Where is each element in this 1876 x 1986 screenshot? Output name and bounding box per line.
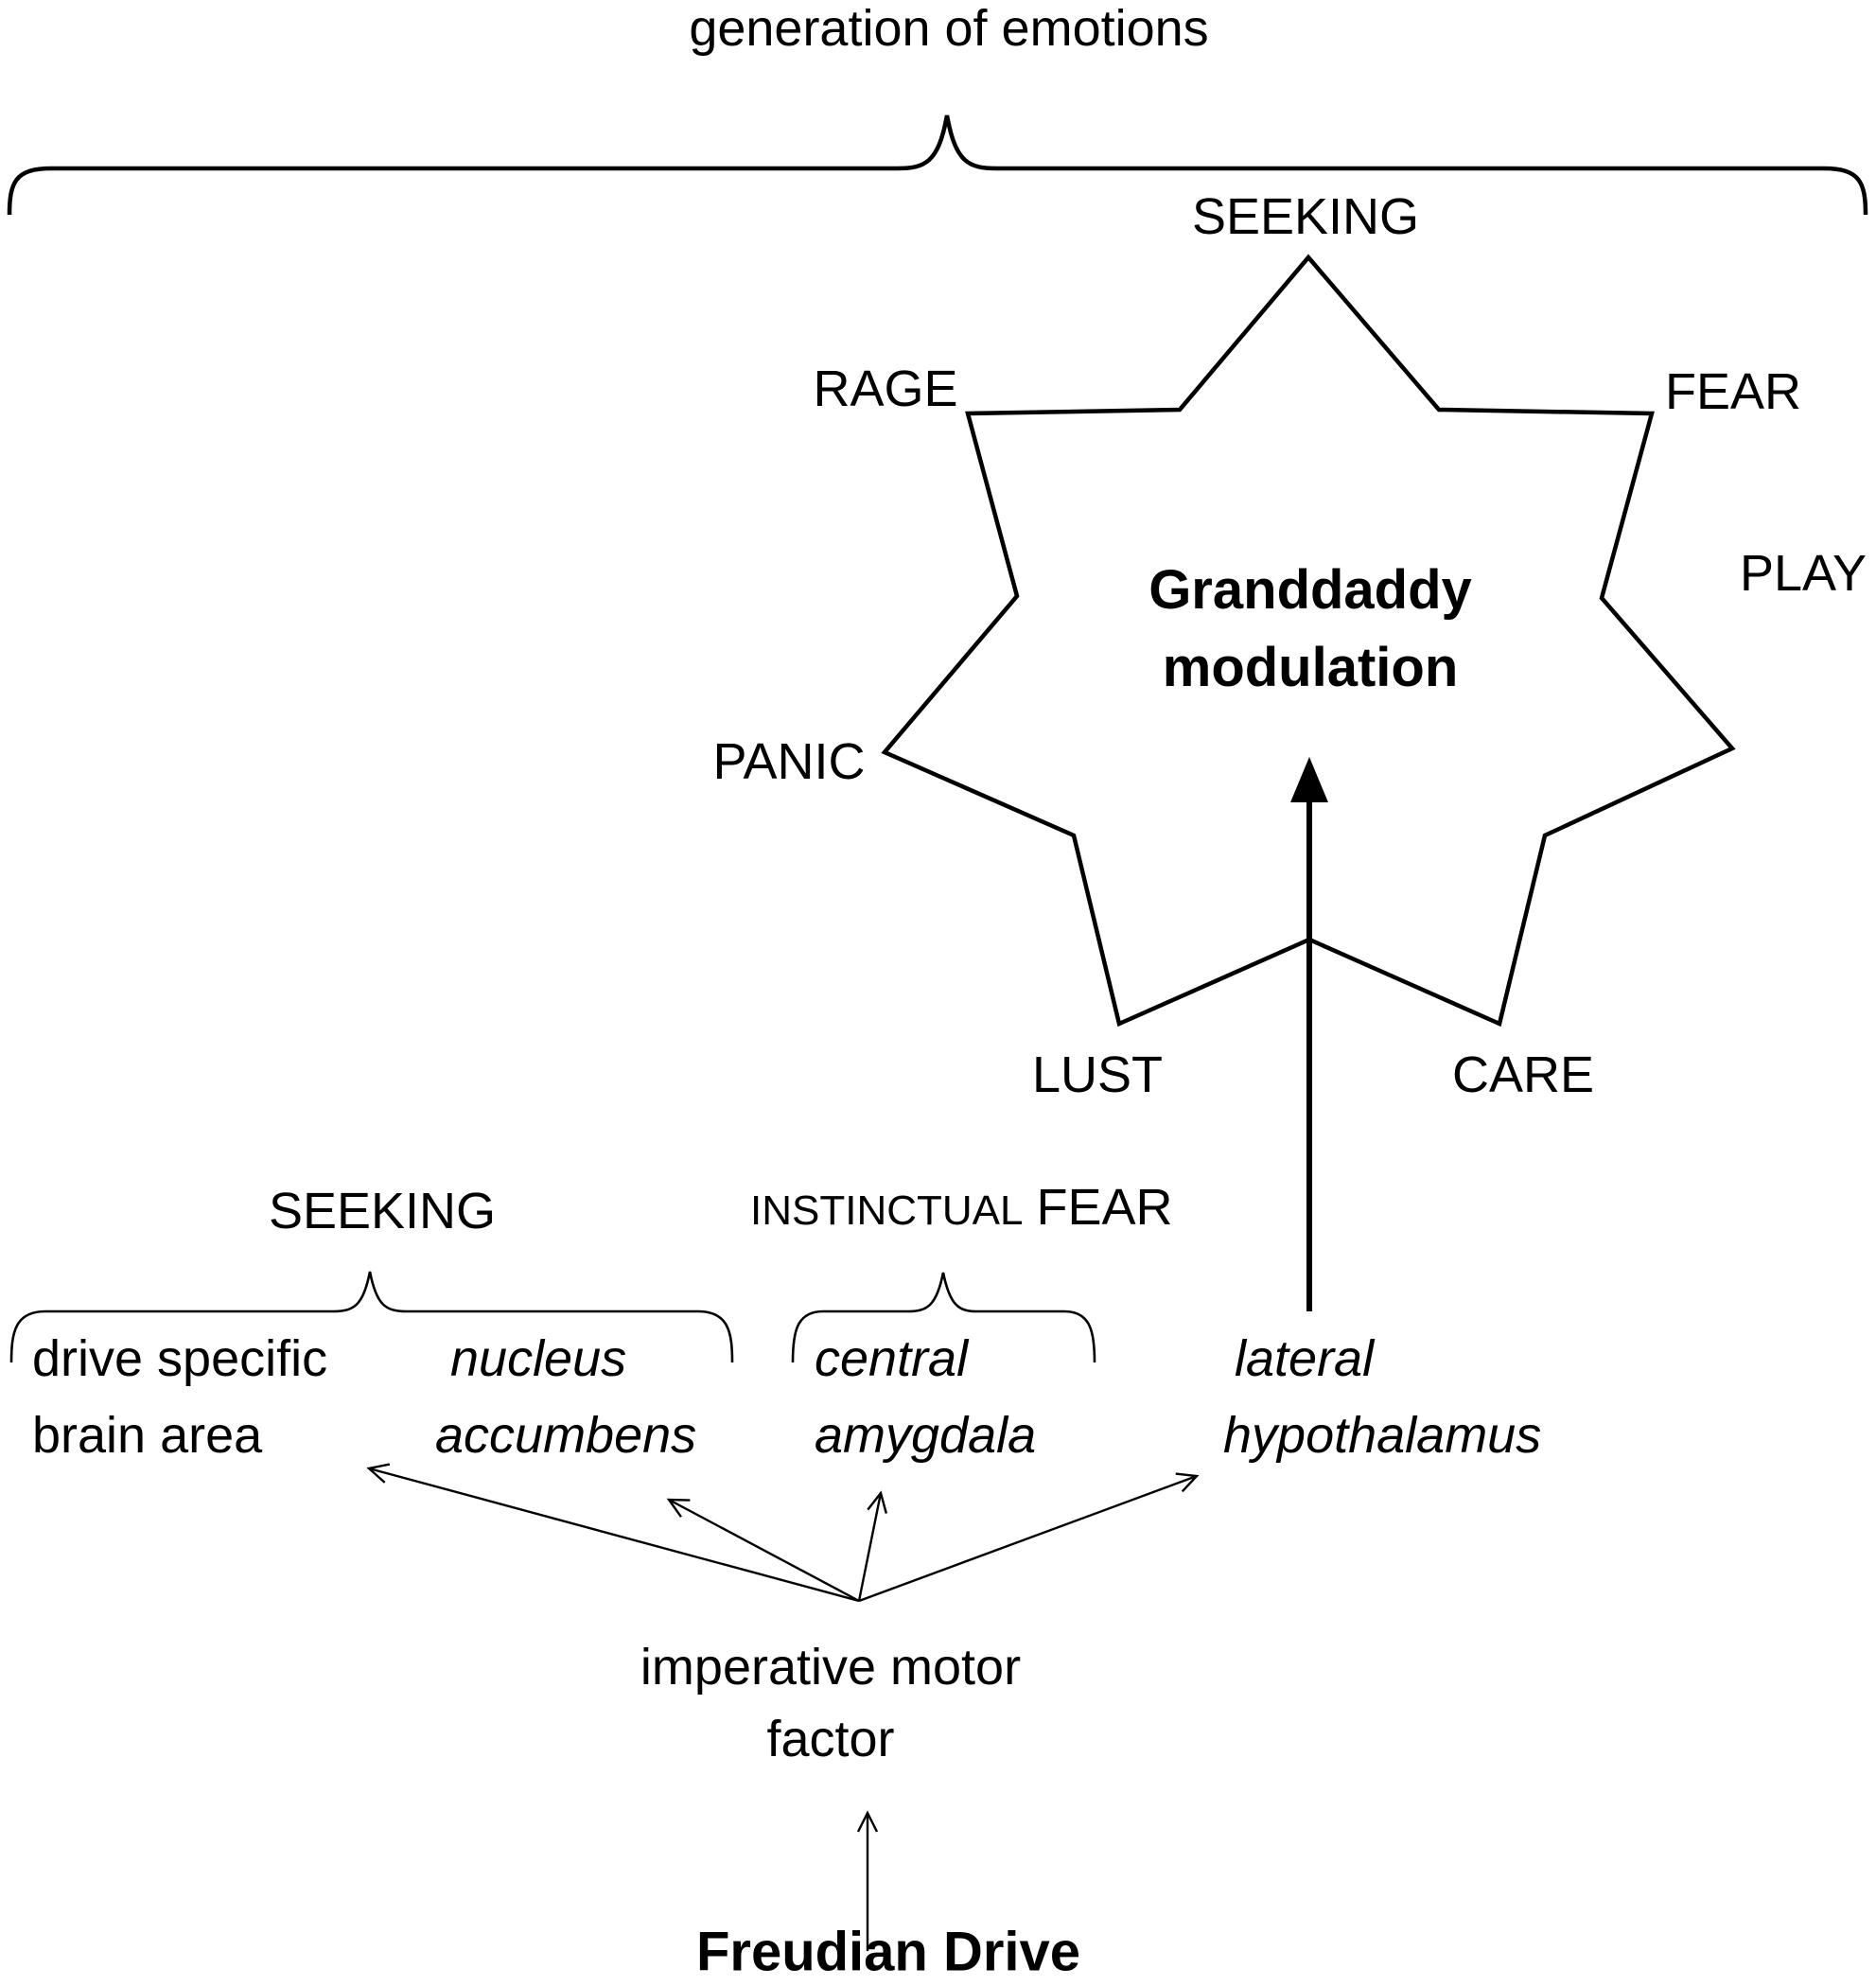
fear-part: FEAR	[1036, 1179, 1173, 1236]
accumbens-label: accumbens	[435, 1407, 697, 1464]
instinctual-fear-brace	[791, 1272, 1096, 1363]
freudian-drive-label: Freudian Drive	[695, 1921, 1081, 1983]
star-label-fear: FEAR	[1664, 363, 1802, 420]
lateral-label: lateral	[1235, 1330, 1375, 1387]
star-label-panic: PANIC	[712, 733, 866, 790]
nucleus-label: nucleus	[450, 1330, 627, 1387]
granddaddy-modulation-label: Granddaddy modulation	[1148, 552, 1472, 707]
star-label-lust: LUST	[1031, 1046, 1164, 1103]
seeking-brace	[9, 1271, 734, 1363]
instinctual-part: INSTINCTUAL	[750, 1187, 1024, 1234]
imperative-line2: factor	[766, 1711, 895, 1767]
imperative-line1: imperative motor	[640, 1639, 1022, 1696]
modulation-arrow	[1290, 757, 1328, 1311]
diagram-title: generation of emotions	[689, 0, 1209, 57]
drive-specific-label: drive specific	[32, 1330, 328, 1387]
modulation-line: modulation	[1162, 637, 1459, 698]
arrow-to-brain-area	[366, 1463, 860, 1603]
star-label-care: CARE	[1451, 1046, 1595, 1103]
central-label: central	[815, 1330, 969, 1387]
instinctual-fear-label: INSTINCTUAL FEAR	[750, 1181, 1173, 1238]
arrow-to-hypothalamus	[858, 1472, 1200, 1603]
amygdala-label: amygdala	[815, 1407, 1037, 1464]
brain-area-label: brain area	[32, 1407, 263, 1464]
star-label-play: PLAY	[1739, 545, 1867, 602]
arrow-to-amygdala	[857, 1490, 888, 1602]
generation-of-emotions-brace	[7, 114, 1868, 216]
granddaddy-line: Granddaddy	[1148, 559, 1472, 621]
imperative-motor-factor-label: imperative motor factor	[640, 1631, 1021, 1775]
arrow-to-accumbens	[666, 1498, 860, 1603]
star-label-rage: RAGE	[813, 360, 958, 417]
lower-seeking-label: SEEKING	[268, 1183, 497, 1239]
star-label-seeking: SEEKING	[1191, 188, 1420, 245]
hypothalamus-label: hypothalamus	[1223, 1407, 1542, 1464]
